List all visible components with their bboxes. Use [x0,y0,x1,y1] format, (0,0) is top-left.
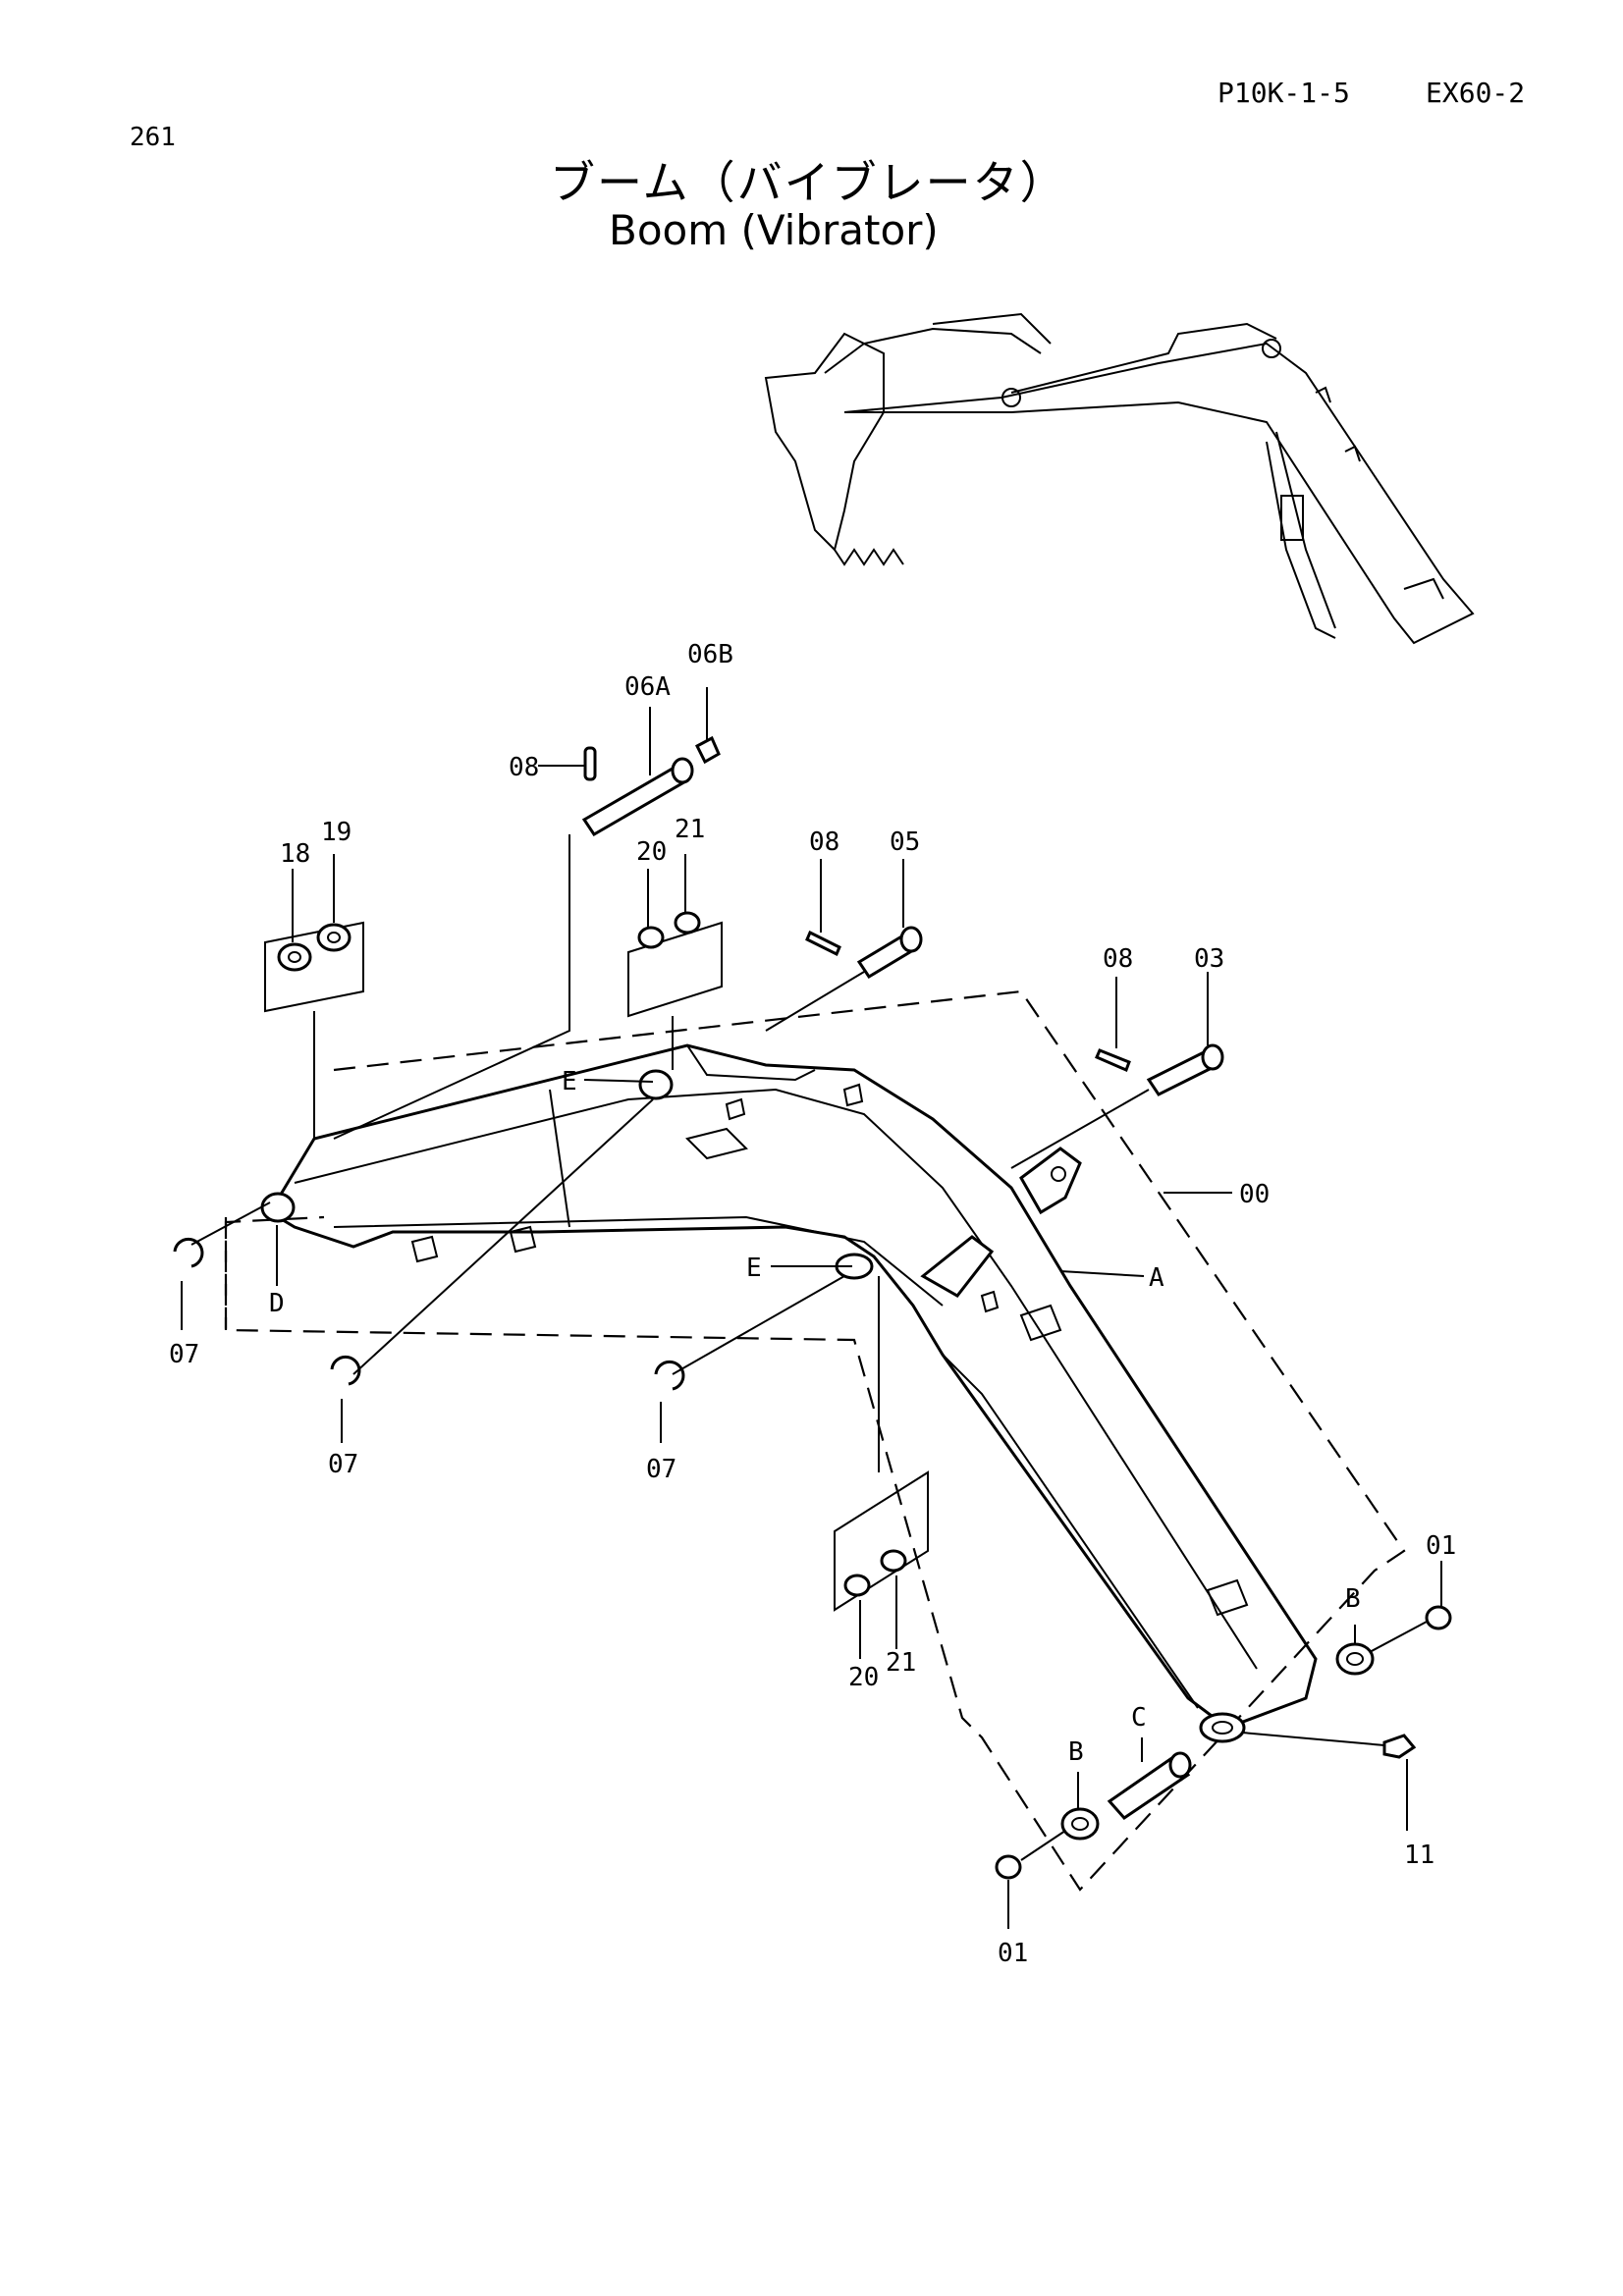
callout-08-mid: 08 [809,828,839,857]
overview-excavator-sketch [764,312,1475,645]
snap-ring-07-mid [330,1355,361,1386]
callout-20-top: 20 [636,837,667,867]
callout-18: 18 [280,839,310,869]
assembly-boundary-dashed [224,989,1406,1892]
pin-03 [1146,1043,1224,1096]
snap-ring-07-left [173,1237,204,1268]
bushing-b-left [1060,1807,1100,1841]
callout-07-mid: 07 [328,1450,358,1479]
callout-21-bottom: 21 [886,1648,916,1678]
callout-11: 11 [1404,1841,1434,1870]
snap-ring-07-right [654,1360,685,1391]
callout-01-right: 01 [1426,1531,1456,1561]
leader-lines [181,687,1442,1929]
callout-d: D [269,1289,285,1318]
callout-07-left: 07 [169,1340,199,1369]
boom-body [260,1043,1318,1743]
callout-00: 00 [1239,1180,1270,1209]
bushing-b-right [1335,1642,1375,1676]
pin-08-mid [805,930,841,957]
washer-01-bottom [995,1854,1022,1880]
pin-06a [581,757,694,837]
callout-19: 19 [321,818,352,847]
callout-e-mid: E [746,1254,762,1283]
callout-b-left: B [1068,1737,1084,1767]
title-japanese: ブーム（バイブレータ） [550,156,1067,209]
washer-01-right [1425,1605,1452,1630]
model-code: EX60-2 [1426,77,1526,109]
pin-05 [856,926,923,980]
title-english: Boom (Vibrator) [609,206,939,254]
callout-03: 03 [1194,944,1224,974]
callout-a: A [1149,1263,1164,1293]
reference-code: P10K-1-5 [1217,77,1350,109]
callout-21-top: 21 [675,815,705,844]
callout-08-top: 08 [509,753,539,782]
pin-08-top [583,746,597,781]
callout-05: 05 [890,828,920,857]
callout-e-top: E [562,1067,577,1096]
callout-06a: 06A [624,672,671,702]
callout-06b: 06B [687,640,733,669]
callout-c: C [1131,1703,1147,1733]
callout-20-bottom: 20 [848,1663,879,1692]
shim-box-20-21-bottom [834,1470,929,1612]
grease-fitting-11 [1382,1734,1417,1759]
callout-07-right: 07 [646,1455,676,1484]
pin-08-right [1095,1048,1131,1073]
page-number: 261 [130,123,176,152]
bushing-c [1107,1754,1191,1820]
callout-01-bottom: 01 [998,1939,1028,1968]
grease-fitting-06b [695,735,721,765]
callout-b-right: B [1345,1584,1361,1614]
callout-08-right: 08 [1103,944,1133,974]
